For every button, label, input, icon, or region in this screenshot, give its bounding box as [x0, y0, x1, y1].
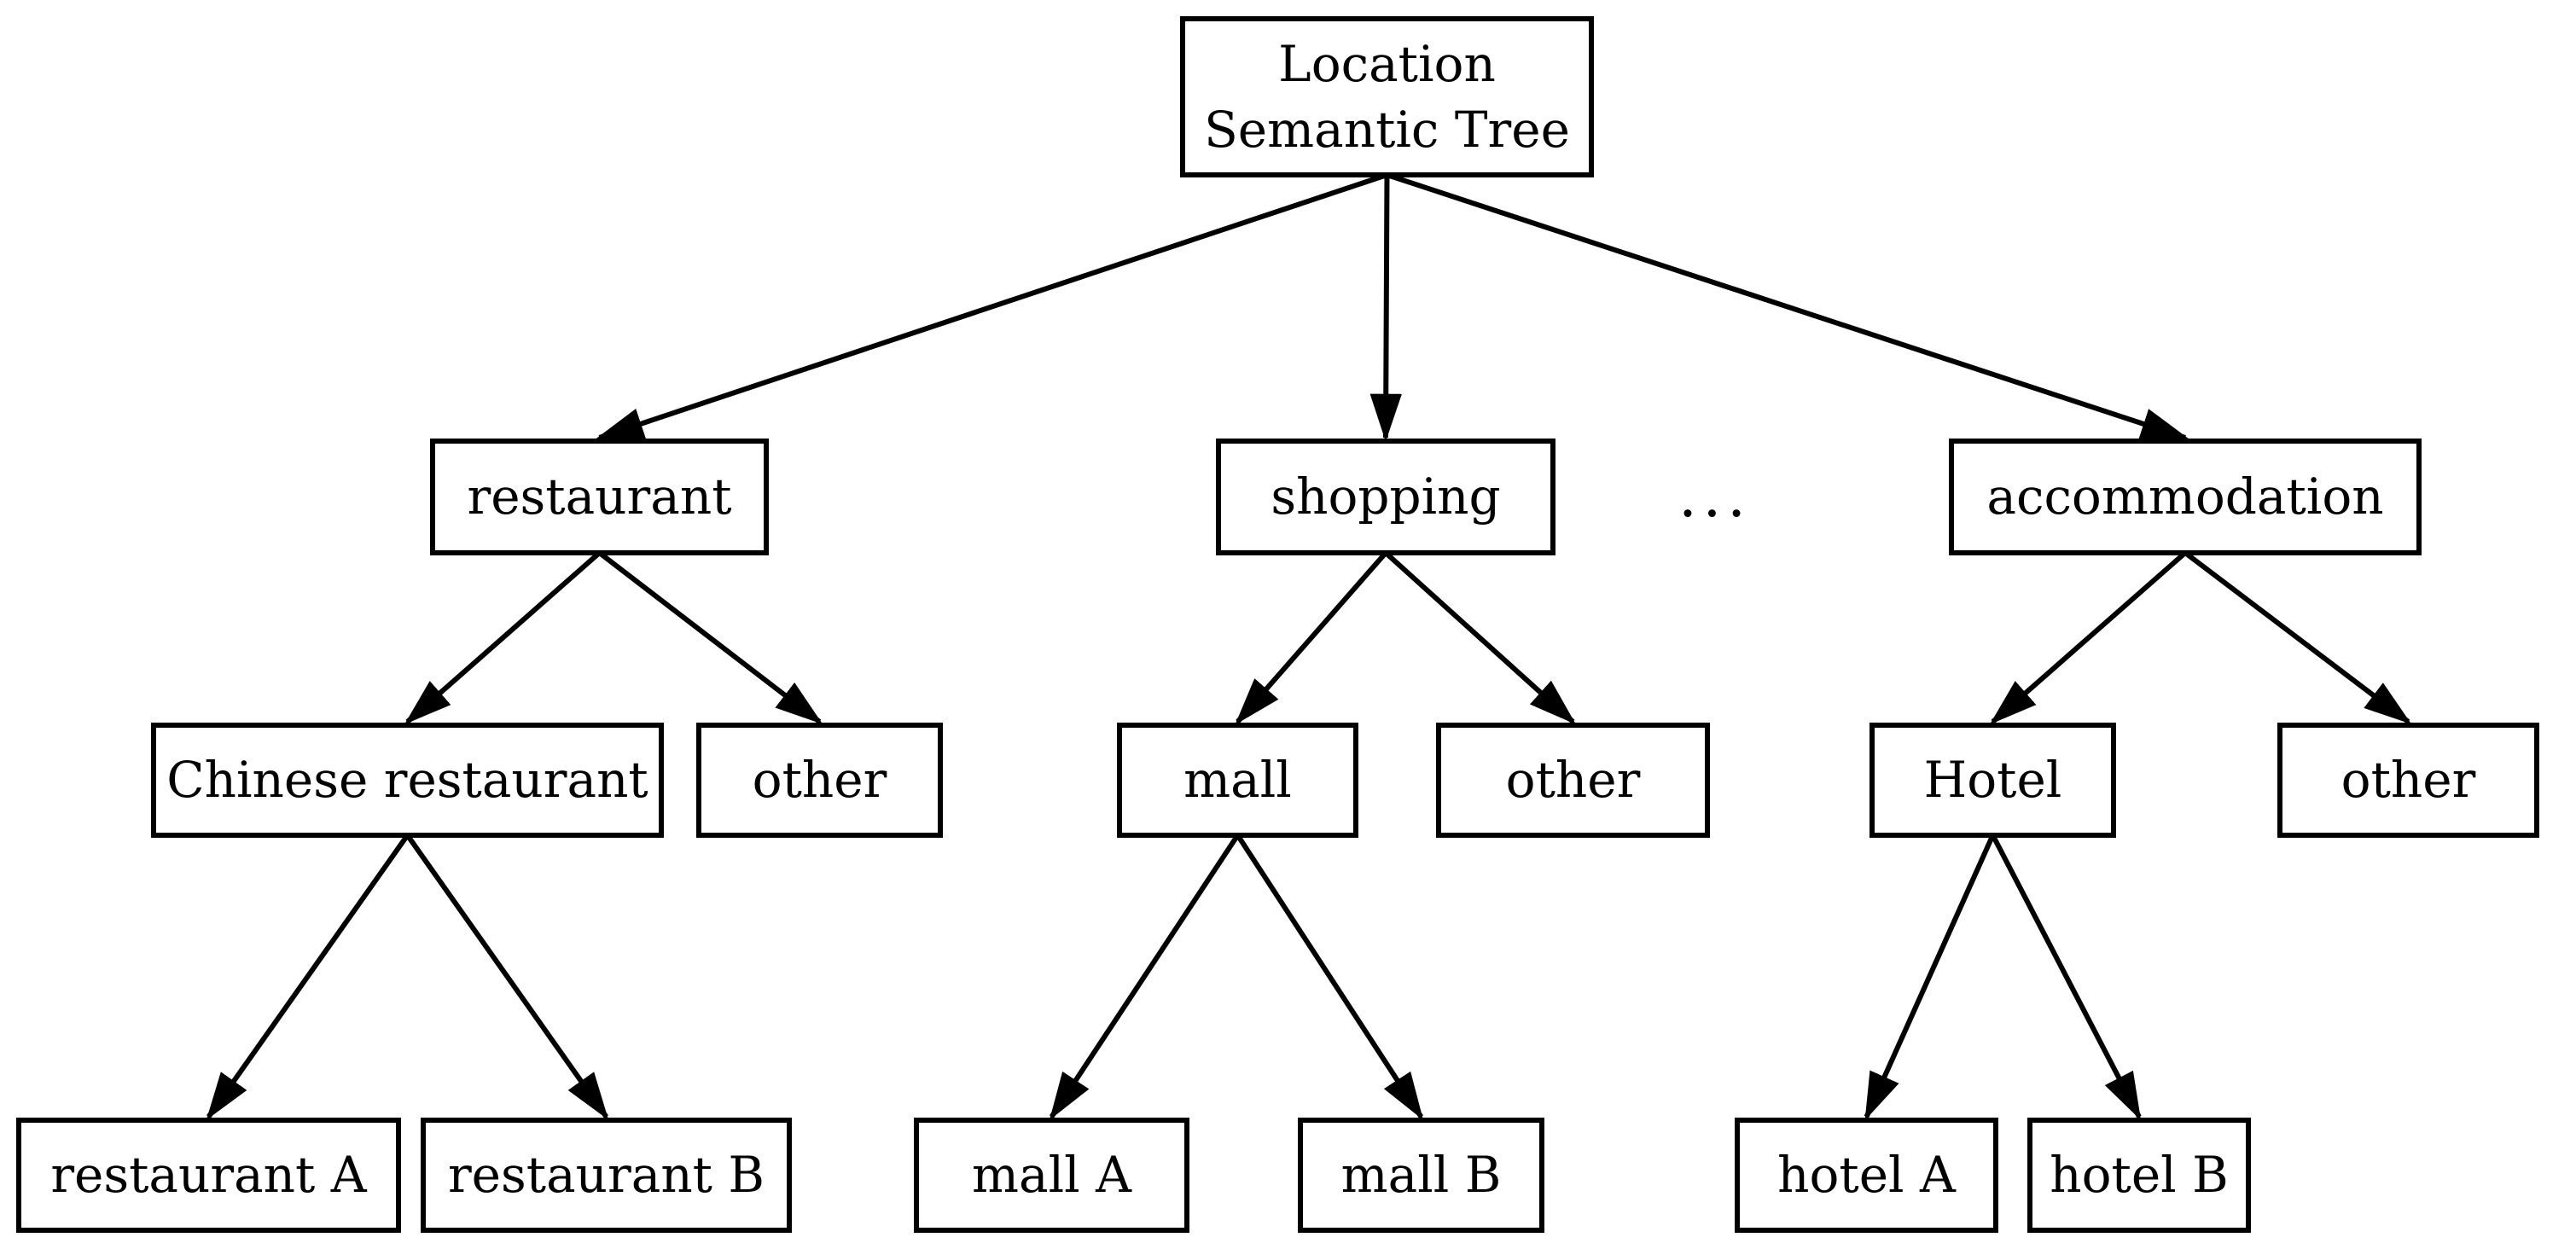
- node-shopping: shopping: [1216, 439, 1555, 555]
- edge-restaurant-to-restaurant_other: [597, 550, 823, 724]
- ellipsis-more-categories: ...: [1678, 463, 1752, 531]
- node-label: mall A: [972, 1146, 1131, 1205]
- node-label: hotel A: [1777, 1146, 1956, 1205]
- edge-accommodation-to-hotel: [1989, 550, 2187, 725]
- node-label: mall B: [1340, 1146, 1502, 1205]
- edge-hotel-to-hotel_a: [1864, 834, 1996, 1121]
- node-location-semantic-tree: Location Semantic Tree: [1180, 16, 1594, 177]
- node-mall-a: mall A: [914, 1118, 1189, 1233]
- edge-chinese_restaurant-to-restaurant_a: [206, 834, 410, 1120]
- node-label: other: [1505, 751, 1641, 810]
- node-accommodation-other: other: [2277, 723, 2539, 838]
- node-mall: mall: [1117, 723, 1358, 838]
- node-label: restaurant B: [447, 1146, 765, 1205]
- node-label: restaurant A: [50, 1146, 367, 1205]
- node-label: other: [752, 751, 887, 810]
- node-label: other: [2340, 751, 2476, 810]
- edge-root-to-restaurant: [596, 172, 1388, 440]
- node-label-line2: Semantic Tree: [1204, 100, 1570, 159]
- edge-hotel-to-hotel_b: [1990, 834, 2142, 1121]
- edge-restaurant-to-chinese_restaurant: [404, 550, 602, 725]
- edge-mall-to-mall_b: [1235, 834, 1424, 1120]
- node-chinese-restaurant: Chinese restaurant: [151, 723, 664, 838]
- edge-chinese_restaurant-to-restaurant_b: [405, 834, 609, 1120]
- node-label-line1: Location: [1278, 34, 1496, 93]
- node-hotel: Hotel: [1869, 723, 2116, 838]
- node-restaurant-other: other: [696, 723, 943, 838]
- node-hotel-b: hotel B: [2027, 1118, 2251, 1233]
- node-label: shopping: [1271, 468, 1501, 526]
- node-restaurant-b: restaurant B: [421, 1118, 792, 1233]
- node-label: Chinese restaurant: [166, 751, 648, 810]
- edge-shopping-to-mall: [1235, 551, 1388, 725]
- node-shopping-other: other: [1436, 723, 1710, 838]
- node-label: mall: [1183, 751, 1292, 810]
- node-mall-b: mall B: [1298, 1118, 1544, 1233]
- edge-root-to-shopping: [1369, 174, 1402, 442]
- edge-root-to-accommodation: [1386, 172, 2189, 440]
- edge-shopping-to-shopping_other: [1383, 550, 1576, 725]
- node-label: restaurant: [467, 468, 732, 526]
- node-label: hotel B: [2050, 1146, 2229, 1205]
- node-label: accommodation: [1986, 468, 2384, 526]
- node-accommodation: accommodation: [1949, 439, 2422, 555]
- node-restaurant: restaurant: [430, 439, 769, 555]
- node-restaurant-a: restaurant A: [16, 1118, 401, 1233]
- node-hotel-a: hotel A: [1735, 1118, 1998, 1233]
- node-label: Hotel: [1923, 751, 2062, 810]
- edge-accommodation-to-accommodation_other: [2183, 550, 2412, 724]
- edge-mall-to-mall_a: [1049, 834, 1241, 1120]
